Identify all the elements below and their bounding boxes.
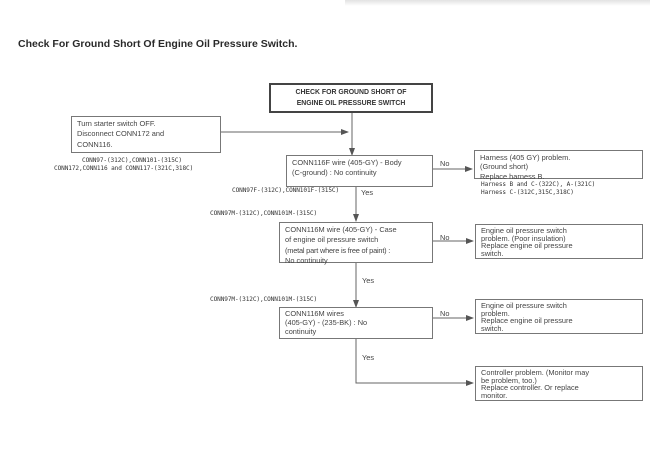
prep-line: CONN116. — [77, 139, 113, 149]
step1-result-line: Harness (405 GY) problem. — [480, 153, 571, 162]
step1-no-label: No — [440, 159, 450, 168]
step2-result-line: Replace engine oil pressure — [481, 241, 573, 251]
step2-result-line: Engine oil pressure switch — [481, 226, 567, 235]
step3-no-label: No — [440, 309, 450, 318]
prep-line: Disconnect CONN172 and — [77, 129, 165, 139]
flow-title-line: CHECK FOR GROUND SHORT OF — [295, 89, 407, 96]
step3-yes-label: Yes — [362, 353, 375, 362]
step3-line: (405-GY) - (235-BK) : No — [285, 317, 368, 327]
prep-line: Turn starter switch OFF. — [77, 119, 156, 128]
step1-result-line: (Ground short) — [480, 162, 529, 172]
step2-line: No continuity — [285, 256, 328, 266]
flow-title-box: CHECK FOR GROUND SHORT OF ENGINE OIL PRE… — [269, 83, 433, 113]
step3-box: CONN116M wires (405-GY) - (235-BK) : No … — [279, 307, 433, 339]
step3-connector-note: CONN97M-(312C),CONN101M-(315C) — [210, 296, 318, 303]
prep-note: CONN97-(312C),CONN101-(315C) — [82, 157, 182, 164]
step3-result-line: Replace engine oil pressure — [481, 316, 573, 326]
prep-box: Turn starter switch OFF. Disconnect CONN… — [71, 116, 221, 153]
step2-result-box: Engine oil pressure switch problem. (Poo… — [475, 224, 643, 259]
step1-result-note: Harness B and C-(322C), A-(321C) — [481, 181, 596, 188]
cropped-page-header — [345, 0, 650, 6]
final-line: Controller problem. (Monitor may — [481, 368, 590, 377]
final-result-box: Controller problem. (Monitor may be prob… — [475, 366, 643, 401]
line-step3-yes — [355, 338, 474, 386]
section-heading: Check For Ground Short Of Engine Oil Pre… — [18, 38, 298, 50]
step1-box: CONN116F wire (405-GY) - Body (C-ground)… — [286, 155, 433, 187]
step1-line: (C-ground) : No continuity — [292, 168, 377, 178]
step1-after-note: CONN97F-(312C),CONN101F-(315C) — [232, 187, 340, 194]
step2-yes-label: Yes — [362, 276, 375, 285]
step2-result-line: switch. — [481, 248, 504, 258]
flow-title-line: ENGINE OIL PRESSURE SWITCH — [296, 99, 406, 107]
step3-result-line: Engine oil pressure switch — [481, 301, 567, 310]
prep-note: CONN172,CONN116 and CONN117-(321C,318C) — [54, 165, 194, 172]
step1-line: CONN116F wire (405-GY) - Body — [292, 158, 402, 167]
step1-result-note: Harness C-(312C,315C,318C) — [481, 189, 574, 196]
final-line: monitor. — [481, 390, 508, 400]
step2-box: CONN116M wire (405-GY) - Case of engine … — [279, 222, 433, 266]
step2-line: of engine oil pressure switch — [285, 235, 379, 245]
step3-result-box: Engine oil pressure switch problem. Repl… — [475, 299, 643, 334]
final-line: be problem, too.) — [481, 375, 537, 385]
step2-line: CONN116M wire (405-GY) - Case — [285, 225, 397, 234]
step2-result-line: problem. (Poor insulation) — [481, 233, 566, 243]
step2-no-label: No — [440, 233, 450, 242]
step2-line: (metal part where is free of paint) : — [285, 245, 391, 255]
step1-result-line: Replace harness B. — [480, 171, 545, 181]
step1-result-box: Harness (405 GY) problem. (Ground short)… — [474, 150, 643, 181]
step2-connector-note: CONN97M-(312C),CONN101M-(315C) — [210, 210, 318, 217]
step3-line: CONN116M wires — [285, 309, 344, 318]
final-line: Replace controller. Or replace — [481, 383, 579, 393]
step3-line: continuity — [285, 326, 317, 336]
step1-yes-label: Yes — [361, 188, 374, 197]
step3-result-line: problem. — [481, 308, 510, 318]
step3-result-line: switch. — [481, 323, 504, 333]
